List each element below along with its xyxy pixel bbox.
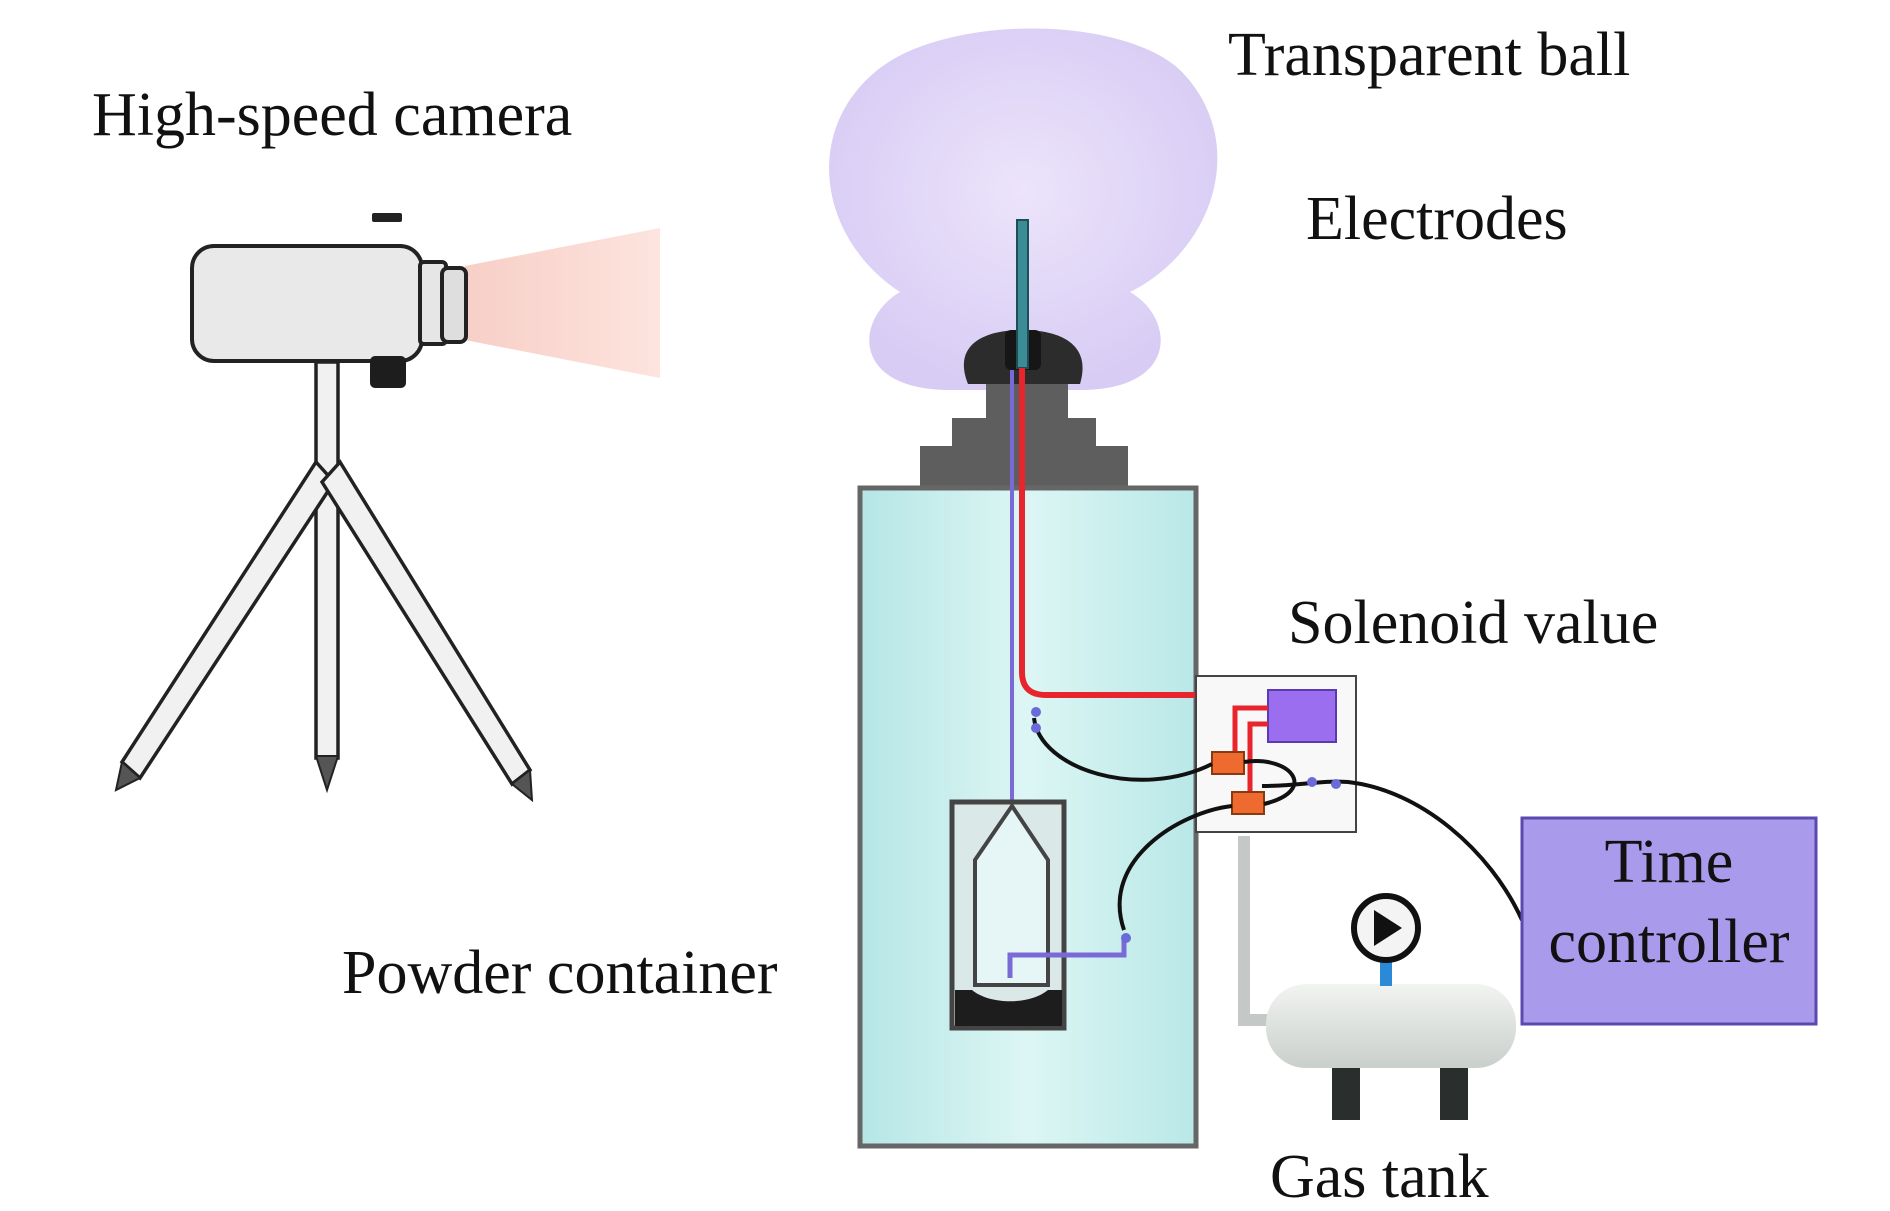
black-line-controller [1261, 779, 1524, 921]
fitting-2 [1031, 723, 1041, 733]
tripod-center-foot [314, 755, 340, 794]
camera-top-handle [372, 213, 402, 222]
transparent-ball [829, 28, 1218, 391]
tripod-center-leg [314, 360, 340, 760]
label-high-speed-camera: High-speed camera [92, 81, 573, 149]
tank-body [1266, 984, 1516, 1068]
powder-container-funnel [973, 802, 1050, 987]
valve-lower [1231, 791, 1265, 815]
fitting-4 [1331, 779, 1341, 789]
label-powder-container: Powder container [342, 939, 778, 1007]
label-time-line2: controller [1548, 908, 1790, 976]
label-transparent-ball: Transparent ball [1228, 21, 1631, 89]
black-line-powder [1117, 804, 1233, 931]
time-controller-box [1520, 816, 1818, 1026]
powder-container [949, 799, 1127, 1031]
tripod-left-leg [119, 459, 337, 781]
black-line-valve-loop [1243, 759, 1297, 806]
electrode-wire-red [1019, 368, 1275, 698]
tank-leg-left [1332, 1064, 1360, 1120]
fitting-1 [1031, 707, 1041, 717]
mount-base-top [986, 384, 1068, 420]
solenoid-wire-1 [1232, 705, 1268, 756]
tank-leg-right [1440, 1064, 1468, 1120]
label-electrodes: Electrodes [1306, 185, 1568, 253]
tripod-right-leg [319, 459, 533, 787]
fitting-3 [1307, 777, 1317, 787]
solenoid-wire-2 [1247, 721, 1268, 792]
camera-body [190, 244, 424, 363]
tripod-right-foot [510, 768, 534, 803]
powder-container-base [955, 990, 1062, 1026]
tripod-left-foot [114, 760, 142, 792]
powder-inlet-tube [1007, 935, 1127, 978]
light-beam [465, 228, 660, 378]
gauge-needle-icon [1374, 910, 1402, 946]
valve-upper [1211, 751, 1245, 775]
gas-pipe [1238, 836, 1268, 1026]
fitting-5 [1121, 933, 1131, 943]
solenoid-valve [1267, 689, 1337, 743]
electrode-tip [1016, 219, 1029, 369]
black-line-chamber [1032, 717, 1213, 782]
camera-lens [440, 266, 468, 344]
camera-bottom-mount [370, 356, 406, 388]
high-speed-camera [114, 213, 660, 803]
gas-tank [1266, 893, 1516, 1120]
label-solenoid-value: Solenoid value [1288, 589, 1659, 657]
label-time-controller: Time controller [1522, 822, 1816, 982]
label-gas-tank: Gas tank [1270, 1143, 1489, 1211]
label-time-line1: Time [1604, 828, 1734, 896]
